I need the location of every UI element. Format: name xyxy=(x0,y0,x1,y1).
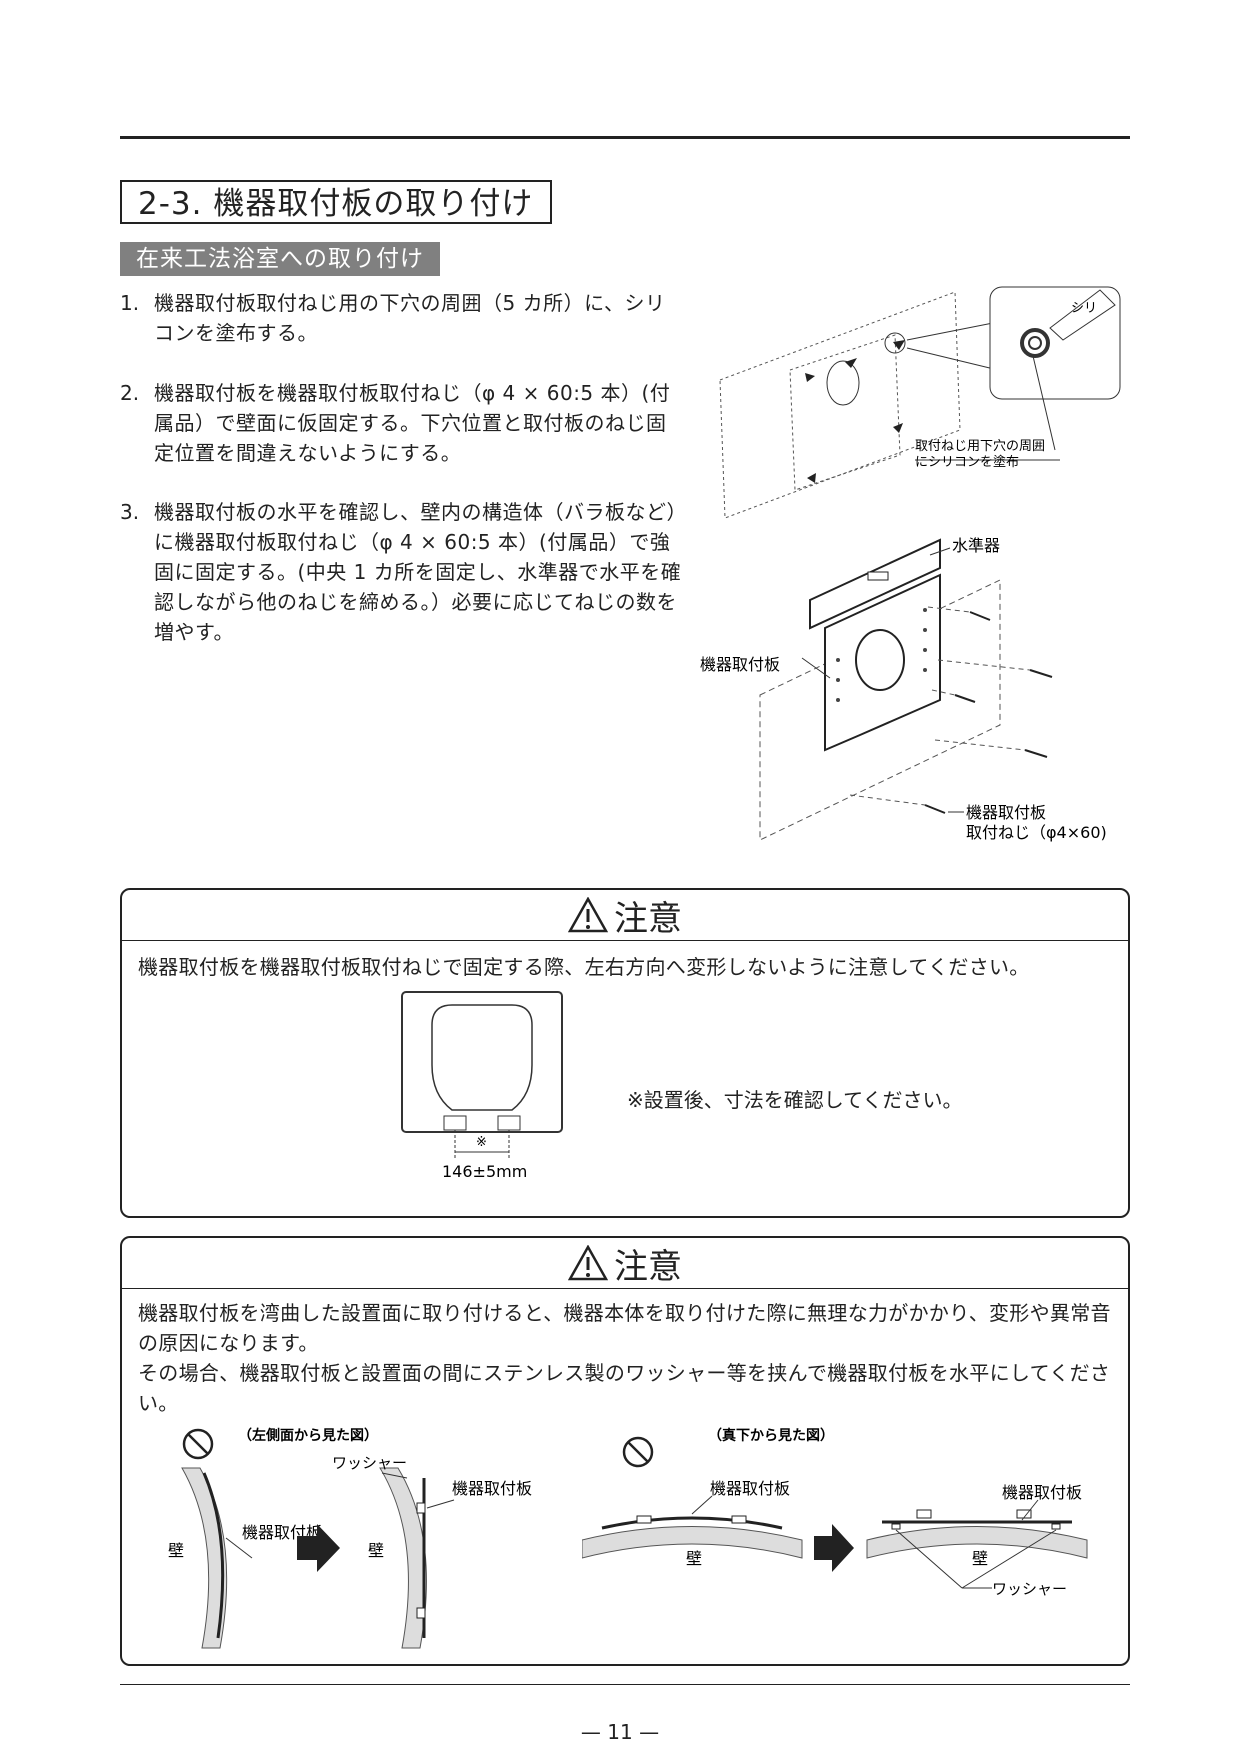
plate-label: 機器取付板 xyxy=(700,655,780,674)
silicone-nozzle-icon xyxy=(1049,289,1116,341)
washer-shape xyxy=(416,1607,426,1619)
left-view-title: （左側面から見た図） xyxy=(238,1427,378,1444)
curved-wall xyxy=(866,1526,1088,1559)
warning-triangle-icon xyxy=(568,897,608,933)
curved-wall xyxy=(582,1526,803,1559)
level-tool xyxy=(809,538,941,630)
zoom-text: シリ xyxy=(1071,301,1097,316)
caution-1-note: ※設置後、寸法を確認してください。 xyxy=(627,1088,963,1112)
screw-label-line-2: 取付ねじ（φ4×60) xyxy=(966,823,1107,842)
plate-cutout xyxy=(431,1004,533,1111)
step-number: 2. xyxy=(120,381,140,405)
wall-outline xyxy=(719,291,961,519)
wall-label: 壁 xyxy=(972,1549,988,1568)
step-1: 1. 機器取付板取付ねじ用の下穴の周囲（5 カ所）に、シリコンを塗布する。 xyxy=(120,288,685,348)
step-number: 3. xyxy=(120,500,140,524)
prohibited-icon xyxy=(182,1428,214,1460)
wall-dashed-outline xyxy=(759,579,1001,841)
caution-box-2: 注意 機器取付板を湾曲した設置面に取り付けると、機器本体を取り付けた際に無理な力… xyxy=(120,1236,1130,1666)
step-text: 機器取付板の水平を確認し、壁内の構造体（バラ板など）に機器取付板取付ねじ（φ 4… xyxy=(154,500,682,644)
wall-label: 壁 xyxy=(368,1541,384,1560)
caution-1-text: 機器取付板を機器取付板取付ねじで固定する際、左右方向へ変形しないように注意してく… xyxy=(138,955,1030,979)
left-side-view-figure: （左側面から見た図） 壁 機器取付板 壁 ワッシャー 機器取付板 xyxy=(168,1427,532,1649)
screw-icons xyxy=(924,611,1053,814)
washer-label: ワッシャー xyxy=(332,1454,407,1472)
caution-heading: 注意 xyxy=(122,1238,1128,1289)
plate-label: 機器取付板 xyxy=(1002,1483,1082,1502)
warning-triangle-icon xyxy=(568,1245,608,1281)
prohibited-icon xyxy=(622,1436,654,1468)
plate-center-hole xyxy=(855,629,905,691)
page-number: — 11 — xyxy=(580,1720,660,1744)
dimension-value: 146±5mm xyxy=(442,1162,527,1181)
arrow-right-icon xyxy=(814,1524,854,1572)
caution-2-text-1: 機器取付板を湾曲した設置面に取り付けると、機器本体を取り付けた際に無理な力がかか… xyxy=(138,1301,1111,1355)
plate-deformation-figure: ※ 146±5mm xyxy=(401,991,563,1181)
step-text: 機器取付板取付ねじ用の下穴の周囲（5 カ所）に、シリコンを塗布する。 xyxy=(154,291,666,345)
caution-heading: 注意 xyxy=(122,890,1128,941)
wall-label: 壁 xyxy=(686,1549,702,1568)
wall-label: 壁 xyxy=(168,1541,184,1560)
dimension-mark: ※ xyxy=(476,1135,487,1150)
plate-level-figure: 水準器 機器取付板 機器取付板 取付ねじ（φ4×60) xyxy=(700,536,1107,842)
curved-wall xyxy=(379,1467,427,1649)
plate-label: 機器取付板 xyxy=(452,1479,532,1498)
section-title: 2-3. 機器取付板の取り付け xyxy=(120,180,552,224)
center-hole xyxy=(826,360,860,406)
callout-line-2: にシリコンを塗布 xyxy=(915,454,1019,470)
step-3: 3. 機器取付板の水平を確認し、壁内の構造体（バラ板など）に機器取付板取付ねじ（… xyxy=(120,497,685,647)
bottom-view-title: （真下から見た図） xyxy=(708,1427,834,1444)
top-rule xyxy=(120,136,1130,139)
zoom-source-circle xyxy=(884,332,906,354)
plate-label: 機器取付板 xyxy=(710,1479,790,1498)
caution-heading-text: 注意 xyxy=(614,1246,682,1287)
caution-heading-text: 注意 xyxy=(614,898,682,939)
bottom-rule xyxy=(120,1684,1130,1685)
washer-shape xyxy=(1051,1523,1061,1530)
step-2: 2. 機器取付板を機器取付板取付ねじ（φ 4 × 60:5 本）(付属品）で壁面… xyxy=(120,378,685,468)
plate-front-outline xyxy=(401,991,563,1133)
subsection-title: 在来工法浴室への取り付け xyxy=(120,242,440,276)
silicone-ring-icon xyxy=(1020,328,1050,358)
bent-plate xyxy=(601,1516,783,1530)
step-number: 1. xyxy=(120,291,140,315)
screw-label-line-1: 機器取付板 xyxy=(966,803,1046,822)
bottom-view-figure: （真下から見た図） 壁 機器取付板 壁 機器取付板 ワッシャー xyxy=(582,1427,1088,1598)
plate-outline xyxy=(789,334,901,491)
caution-box-1: 注意 機器取付板を機器取付板取付ねじで固定する際、左右方向へ変形しないように注意… xyxy=(120,888,1130,1218)
washer-shape xyxy=(891,1523,901,1530)
arrow-icons xyxy=(805,340,905,483)
washer-label: ワッシャー xyxy=(992,1580,1067,1598)
step-text: 機器取付板を機器取付板取付ねじ（φ 4 × 60:5 本）(付属品）で壁面に仮固… xyxy=(154,381,671,465)
pilot-hole-figure: シリ 取付ねじ用下穴の周囲 にシリコンを塗布 xyxy=(719,286,1121,519)
level-label: 水準器 xyxy=(952,536,1000,555)
washer-shape xyxy=(416,1502,426,1514)
callout-line-1: 取付ねじ用下穴の周囲 xyxy=(915,439,1045,454)
caution-2-text-2: その場合、機器取付板と設置面の間にステンレス製のワッシャー等を挟んで機器取付板を… xyxy=(138,1361,1111,1415)
arrow-right-icon xyxy=(297,1524,340,1572)
bent-plate xyxy=(202,1472,225,1639)
